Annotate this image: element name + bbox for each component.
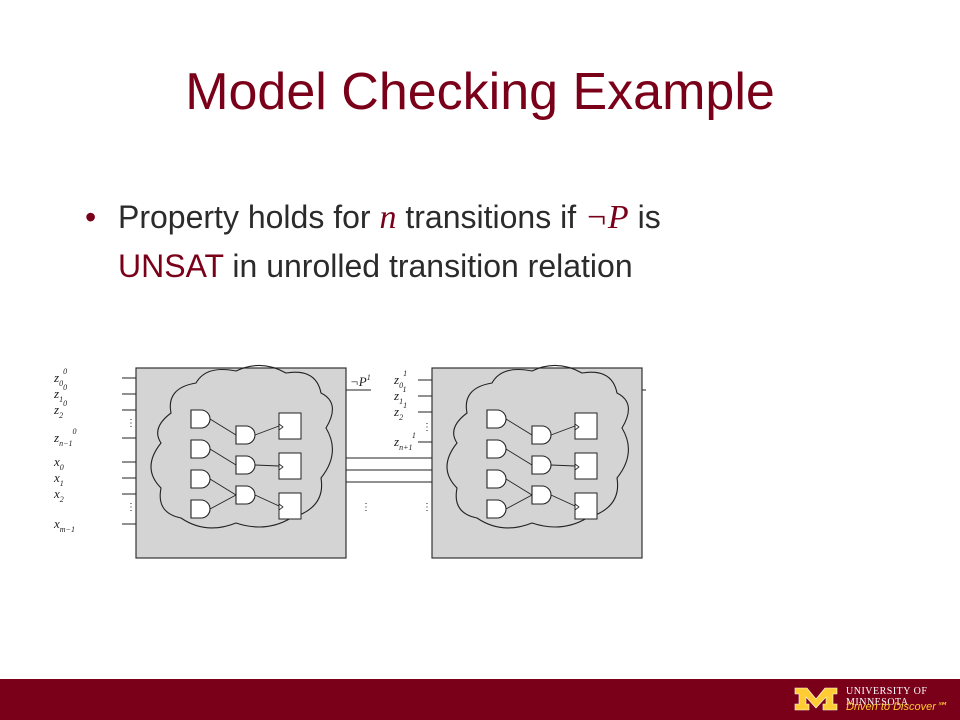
bullet-dot: • bbox=[85, 199, 97, 235]
var-n: n bbox=[379, 199, 397, 236]
block-1-latch-2-clock bbox=[278, 503, 284, 511]
bullet-text: Property holds for n transitions if ¬P i… bbox=[118, 193, 898, 290]
block-1-latch-1-clock bbox=[278, 463, 284, 471]
left-input-label-3: zn−10 bbox=[53, 427, 76, 448]
right-dots-top: ⋮ bbox=[422, 422, 432, 433]
block-1-and-gate-2 bbox=[190, 469, 211, 489]
block-2-wire-b-0 bbox=[550, 425, 576, 436]
block-2-cloud bbox=[446, 364, 629, 529]
bullet-text-part2: transitions if bbox=[396, 199, 585, 235]
block-2-wire-a-3 bbox=[505, 494, 533, 510]
block-1-wire-a-1 bbox=[209, 448, 237, 466]
block-1-and-gate-b-1 bbox=[235, 455, 256, 475]
left-input-label-1: z10 bbox=[53, 383, 67, 404]
block-2-and-gate-b-0 bbox=[531, 425, 552, 445]
block-2-wire-a-2 bbox=[505, 478, 533, 496]
block-1-wire-b-0 bbox=[254, 425, 280, 436]
university-name: UNIVERSITY OF MINNESOTA bbox=[846, 686, 928, 708]
left-input-label-7: xm−1 bbox=[53, 516, 75, 534]
bullet-text-part3: is bbox=[628, 199, 661, 235]
block-2-and-gate-b-1 bbox=[531, 455, 552, 475]
left-input-label-6: x2 bbox=[53, 486, 64, 504]
block-1-and-gate-b-0 bbox=[235, 425, 256, 445]
bullet-text-part1: Property holds for bbox=[118, 199, 380, 235]
university-m-logo bbox=[794, 687, 838, 711]
block-1-latch-0-clock bbox=[278, 423, 284, 431]
block-2-and-gate-2 bbox=[486, 469, 507, 489]
block-2-latch-2-clock bbox=[574, 503, 580, 511]
block-2-wire-a-1 bbox=[505, 448, 533, 466]
right-input-label-1: z11 bbox=[393, 385, 406, 406]
left-dots-bottom: ⋮ bbox=[126, 502, 136, 513]
left-input-label-0: z00 bbox=[53, 367, 67, 388]
block-2-and-gate-3 bbox=[486, 499, 507, 519]
block-2-latch-1-clock bbox=[574, 463, 580, 471]
block-1-cloud bbox=[150, 364, 333, 529]
left-dots-top: ⋮ bbox=[126, 418, 136, 429]
left-input-label-2: z20 bbox=[53, 399, 67, 420]
block-1-wire-a-0 bbox=[209, 418, 237, 436]
block-1-and-gate-1 bbox=[190, 439, 211, 459]
middle-dots-2: ⋮ bbox=[422, 502, 432, 513]
block-2-and-gate-1 bbox=[486, 439, 507, 459]
left-input-label-4: x0 bbox=[53, 454, 64, 472]
right-input-label-0: z01 bbox=[393, 369, 407, 390]
bullet-text-part4: in unrolled transition relation bbox=[223, 248, 633, 284]
block-2-wire-b-1 bbox=[550, 464, 576, 467]
block-2-latch-0-clock bbox=[574, 423, 580, 431]
block-1-wire-a-3 bbox=[209, 494, 237, 510]
right-input-label-3: zn+11 bbox=[393, 431, 416, 452]
block-2-wire-b-2 bbox=[550, 494, 576, 507]
middle-dots-1: ⋮ bbox=[361, 502, 371, 513]
block-2-and-gate-0 bbox=[486, 409, 507, 429]
unsat-word: UNSAT bbox=[118, 248, 224, 284]
block-1-and-gate-b-2 bbox=[235, 485, 256, 505]
left-input-label-5: x1 bbox=[53, 470, 64, 488]
slide-title: Model Checking Example bbox=[185, 63, 775, 121]
university-tagline: Driven to Discover℠ bbox=[846, 701, 948, 713]
block-1-and-gate-3 bbox=[190, 499, 211, 519]
right-input-label-2: z21 bbox=[393, 401, 407, 422]
block-1-wire-b-1 bbox=[254, 464, 280, 467]
block-1-wire-a-2 bbox=[209, 478, 237, 496]
block-1-wire-b-2 bbox=[254, 494, 280, 507]
output-label-1: ¬P1 bbox=[350, 373, 371, 389]
block-2-wire-a-0 bbox=[505, 418, 533, 436]
block-1-and-gate-0 bbox=[190, 409, 211, 429]
block-2-and-gate-b-2 bbox=[531, 485, 552, 505]
neg-p: ¬P bbox=[584, 199, 629, 236]
